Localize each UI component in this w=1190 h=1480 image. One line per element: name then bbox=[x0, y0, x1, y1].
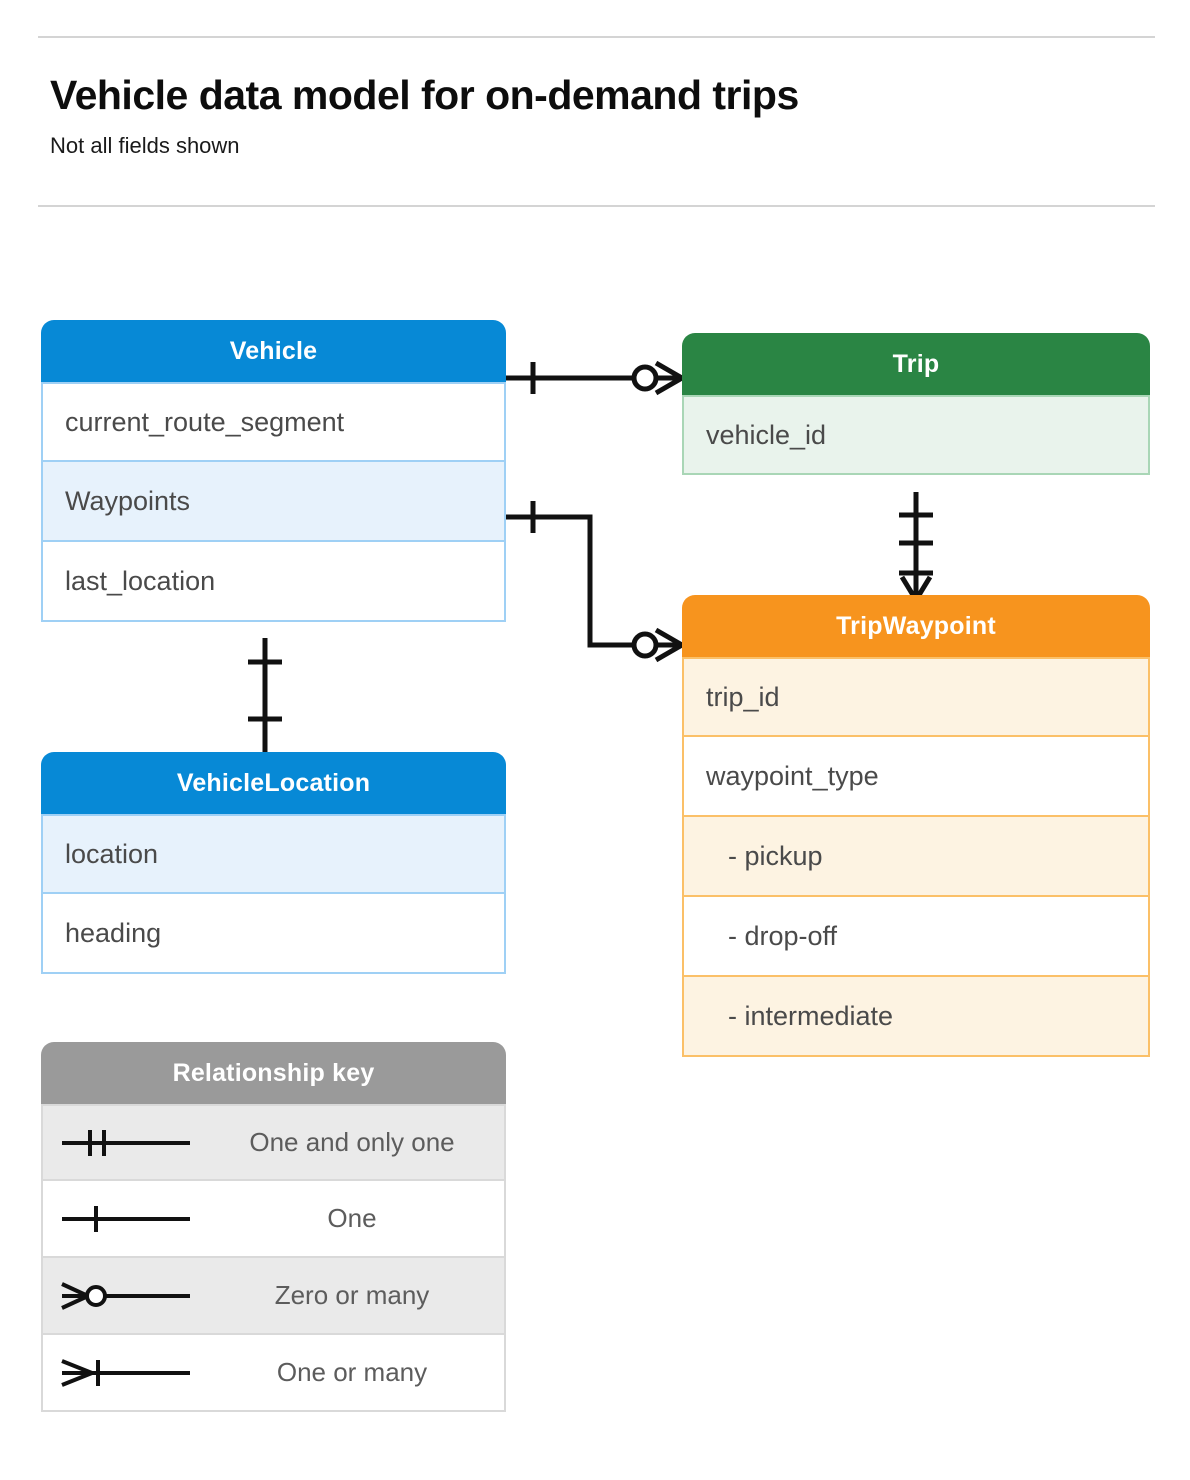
relationship-key-legend: Relationship key One and only one One bbox=[41, 1042, 506, 1412]
entity-trip-waypoint-title: TripWaypoint bbox=[682, 595, 1150, 657]
entity-trip-waypoint-value-pickup[interactable]: - pickup bbox=[682, 817, 1150, 897]
legend-row-zero-or-many: Zero or many bbox=[41, 1258, 506, 1335]
entity-vehicle-field-current-route-segment[interactable]: current_route_segment bbox=[41, 382, 506, 462]
legend-label-one: One bbox=[327, 1203, 377, 1233]
entity-vehicle[interactable]: Vehicle current_route_segment Waypoints … bbox=[41, 320, 506, 622]
header-divider-top bbox=[38, 36, 1155, 38]
relationship-key-title: Relationship key bbox=[41, 1042, 506, 1104]
entity-trip[interactable]: Trip vehicle_id bbox=[682, 333, 1150, 475]
one-or-many-icon bbox=[43, 1353, 208, 1393]
entity-vehicle-location-title: VehicleLocation bbox=[41, 752, 506, 814]
legend-row-one-or-many: One or many bbox=[41, 1335, 506, 1412]
legend-row-one-and-only-one: One and only one bbox=[41, 1104, 506, 1181]
legend-label-zero-or-many: Zero or many bbox=[274, 1280, 430, 1310]
entity-vehicle-title: Vehicle bbox=[41, 320, 506, 382]
page-subtitle: Not all fields shown bbox=[50, 133, 240, 158]
legend-row-one: One bbox=[41, 1181, 506, 1258]
header-divider-bottom bbox=[38, 205, 1155, 207]
entity-trip-waypoint-value-drop-off[interactable]: - drop-off bbox=[682, 897, 1150, 977]
entity-trip-field-vehicle-id[interactable]: vehicle_id bbox=[682, 395, 1150, 475]
entity-trip-waypoint-value-intermediate[interactable]: - intermediate bbox=[682, 977, 1150, 1057]
entity-vehicle-location-field-location[interactable]: location bbox=[41, 814, 506, 894]
entity-trip-waypoint[interactable]: TripWaypoint trip_id waypoint_type - pic… bbox=[682, 595, 1150, 1057]
entity-vehicle-field-waypoints[interactable]: Waypoints bbox=[41, 462, 506, 542]
page-title: Vehicle data model for on-demand trips bbox=[50, 72, 799, 118]
entity-vehicle-location-field-heading[interactable]: heading bbox=[41, 894, 506, 974]
one-and-only-one-icon bbox=[43, 1123, 208, 1163]
entity-trip-title: Trip bbox=[682, 333, 1150, 395]
legend-label-one-or-many: One or many bbox=[276, 1357, 428, 1387]
entity-vehicle-location[interactable]: VehicleLocation location heading bbox=[41, 752, 506, 974]
entity-vehicle-field-last-location[interactable]: last_location bbox=[41, 542, 506, 622]
one-icon bbox=[43, 1199, 208, 1239]
entity-trip-waypoint-field-trip-id[interactable]: trip_id bbox=[682, 657, 1150, 737]
zero-or-many-icon bbox=[43, 1276, 208, 1316]
entity-trip-waypoint-field-waypoint-type[interactable]: waypoint_type bbox=[682, 737, 1150, 817]
legend-label-one-and-only-one: One and only one bbox=[249, 1127, 455, 1157]
